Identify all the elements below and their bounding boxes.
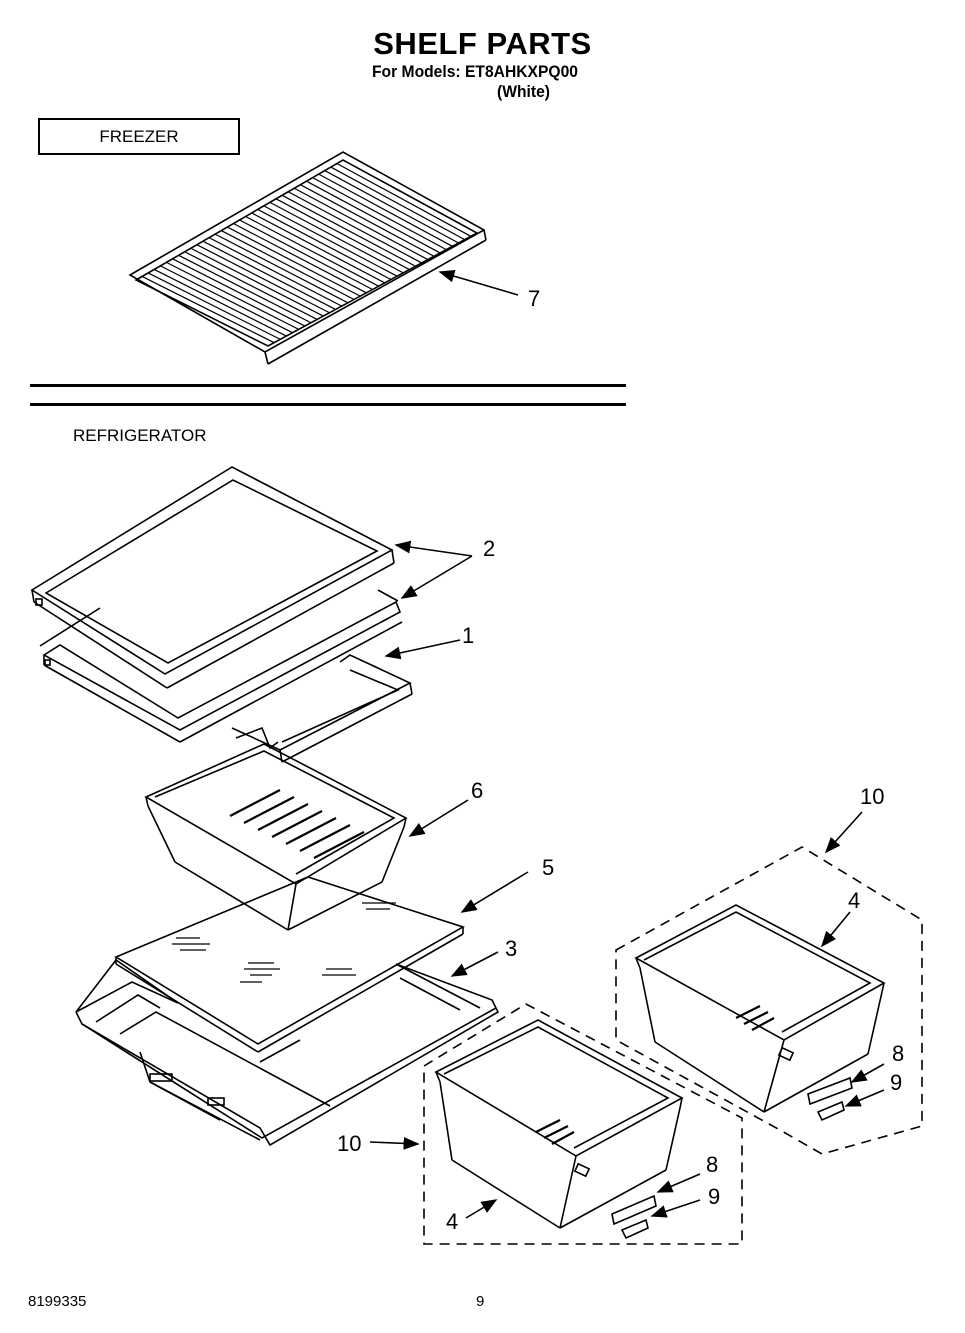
shelf-wire-rod <box>312 177 447 251</box>
shelf-wire-rod <box>220 230 355 301</box>
drawer-floor-slot <box>257 803 309 831</box>
shelf-wire-rod <box>269 201 404 274</box>
models-line: For Models: ET8AHKXPQ00 <box>372 62 578 81</box>
drawer-floor-slot <box>229 789 281 817</box>
section-divider-bottom <box>30 403 626 406</box>
drawer-floor-slot <box>243 796 295 824</box>
page-title: SHELF PARTS <box>373 26 592 61</box>
shelf-frame-1 <box>231 654 413 763</box>
shelf-wire-rod <box>318 173 453 247</box>
shelf-wire-rod <box>233 222 367 294</box>
callout-5: 5 <box>542 855 554 880</box>
leader-lines <box>369 269 885 1219</box>
shelf-wire-rod <box>281 194 416 267</box>
shelf-wire-rod <box>275 198 410 271</box>
part-number: 8199335 <box>28 1293 87 1310</box>
shelf-glass-middle <box>39 589 403 743</box>
right-bin-assembly-outline <box>615 846 923 1155</box>
callout-3: 3 <box>505 936 517 961</box>
shelf-wire-rod <box>184 251 318 320</box>
drawer-floor-slot <box>271 810 323 838</box>
callout-8-left: 8 <box>706 1152 718 1177</box>
section-divider-top <box>30 384 626 387</box>
callout-10-left: 10 <box>337 1131 361 1156</box>
shelf-wire-rod <box>178 254 312 324</box>
drawer-floor-slot <box>285 817 337 845</box>
glass-panel <box>114 876 465 1053</box>
shelf-wire-rod <box>257 208 392 281</box>
shelf-wire-rod <box>336 163 472 237</box>
left-bin-assembly-outline <box>423 1003 743 1245</box>
callout-9-left: 9 <box>708 1184 720 1209</box>
shelf-wire-rod <box>202 240 336 310</box>
refrigerator-section-label: REFRIGERATOR <box>73 426 207 445</box>
shelf-wire-rod <box>239 219 373 291</box>
shelf-wire-rod <box>287 191 422 264</box>
callout-10-right: 10 <box>860 784 884 809</box>
callout-4-left: 4 <box>446 1209 458 1234</box>
left-crisper-bin <box>434 1019 684 1240</box>
drawer-floor-slot <box>299 824 351 852</box>
shelf-wire-rod <box>306 180 441 254</box>
shelf-wire-rod <box>245 215 379 287</box>
shelf-wire-rod <box>330 166 465 241</box>
freezer-section-label: FREEZER <box>38 118 240 155</box>
color-line: (White) <box>497 82 550 101</box>
shelf-wire-rod <box>251 212 386 284</box>
drawer-floor-slot <box>313 831 365 859</box>
shelf-wire-rod <box>160 265 293 334</box>
callout-8-right: 8 <box>892 1041 904 1066</box>
shelf-wire-rod <box>153 268 287 337</box>
shelf-wire-rod <box>263 205 398 277</box>
callout-2: 2 <box>483 536 495 561</box>
callout-7: 7 <box>528 286 540 311</box>
shelf-wire-rod <box>147 272 281 340</box>
shelf-frame-top <box>30 466 395 689</box>
shelf-wire-rod <box>214 233 349 304</box>
shelf-wire-rod <box>227 226 361 297</box>
crisper-cover-frame <box>75 958 500 1147</box>
callout-9-right: 9 <box>890 1070 902 1095</box>
shelf-wire-rod <box>172 258 306 327</box>
freezer-label-text: FREEZER <box>99 126 179 146</box>
shelf-wire-rod <box>208 237 343 307</box>
shelf-wire-rod <box>324 170 459 244</box>
callout-1: 1 <box>462 623 474 648</box>
callout-6: 6 <box>471 778 483 803</box>
shelf-wire-rod <box>196 244 330 314</box>
shelf-wire-rod <box>294 187 429 261</box>
freezer-wire-shelf <box>128 151 487 365</box>
shelf-wire-rod <box>141 275 275 344</box>
right-crisper-bin <box>634 904 886 1122</box>
shelf-wire-rod <box>166 261 300 330</box>
shelf-wire-rod <box>300 184 435 257</box>
page-number: 9 <box>476 1293 485 1310</box>
callout-4-right: 4 <box>848 888 860 913</box>
shelf-wire-rod <box>190 247 324 317</box>
crisper-drawer <box>144 743 408 931</box>
